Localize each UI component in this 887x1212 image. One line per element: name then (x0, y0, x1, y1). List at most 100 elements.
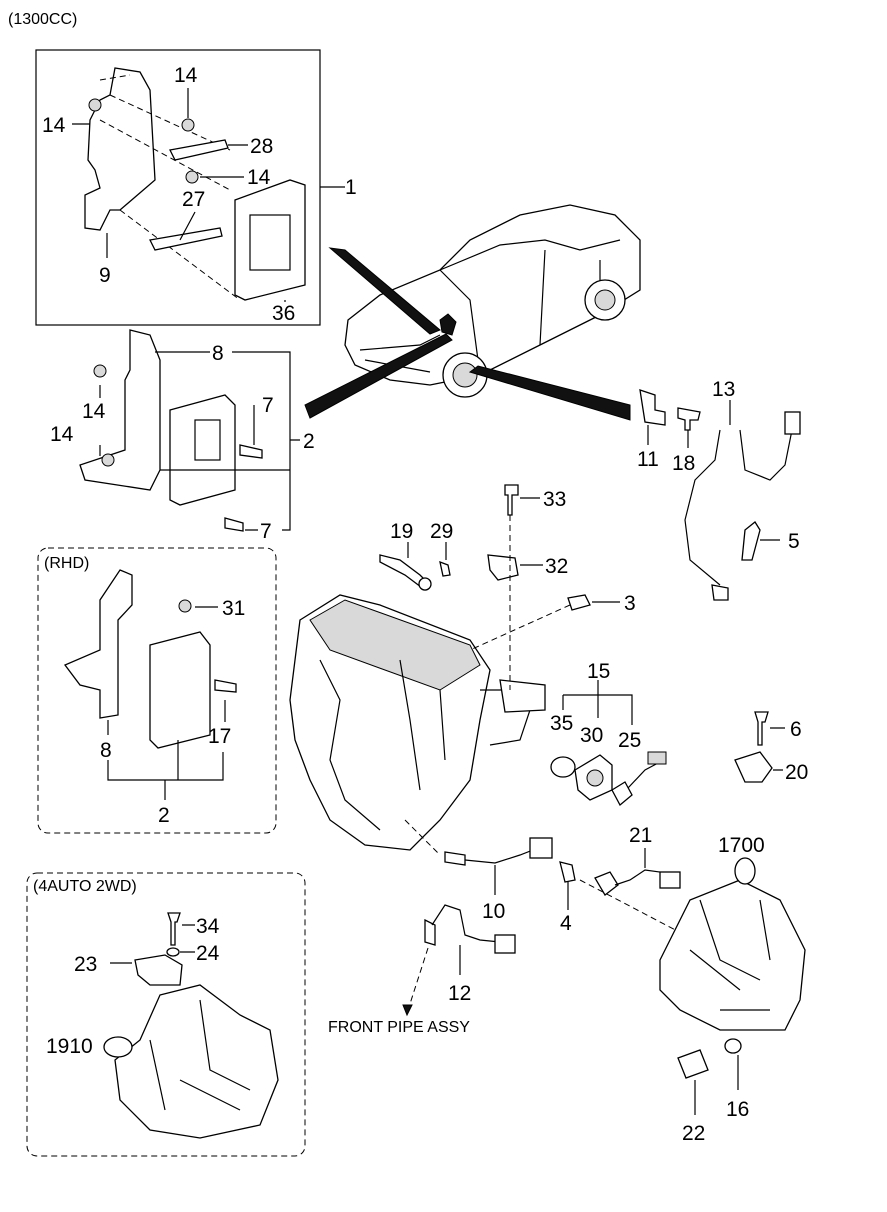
bolt-icon (224, 517, 244, 532)
callout-3: 3 (624, 592, 636, 615)
callout-5: 5 (788, 530, 800, 553)
grommet-icon (418, 577, 432, 591)
bolt-icon (214, 679, 237, 693)
leaders-11-18 (647, 425, 689, 448)
o-ring-icon (550, 756, 576, 778)
callout-20: 20 (785, 761, 808, 784)
callout-22: 22 (682, 1122, 705, 1145)
nut-icon (178, 599, 192, 613)
ecu-bracket (84, 67, 156, 231)
callout-27: 27 (182, 188, 205, 211)
rhd-bracket (63, 569, 133, 719)
bracket-27 (149, 227, 223, 251)
connector-icon (659, 871, 681, 889)
vehicle-illustration (344, 204, 641, 398)
bolt-icon (754, 711, 769, 746)
bolt-icon (504, 484, 519, 516)
wire-12 (431, 904, 501, 943)
callout-34: 34 (196, 915, 220, 938)
callout-14: 14 (42, 114, 66, 137)
callout-28: 28 (250, 135, 273, 158)
dash-leader (407, 947, 429, 1011)
callout-1700: 1700 (718, 834, 765, 857)
wire-21 (614, 869, 666, 886)
washer-icon (724, 1038, 742, 1054)
leaders-32-33 (520, 497, 543, 566)
clip-icon (711, 584, 729, 601)
nut-icon (101, 453, 115, 467)
rhd-tcm-module (149, 631, 211, 749)
auto-leaders (110, 924, 195, 964)
callout-12: 12 (448, 982, 471, 1005)
sensor-5 (741, 521, 761, 561)
callout-1910: 1910 (46, 1035, 93, 1058)
callout-10: 10 (482, 900, 505, 923)
callout-9: 9 (99, 264, 111, 287)
washer-icon (166, 947, 180, 957)
callout-30: 30 (580, 724, 603, 747)
callout-23: 23 (74, 953, 97, 976)
callout-18: 18 (672, 452, 695, 475)
wire-25 (627, 761, 661, 789)
callout-2: 2 (158, 804, 170, 827)
inhibitor-switch-23 (134, 954, 183, 986)
bolt-icon (167, 912, 181, 946)
variant-label: (1300CC) (8, 11, 77, 28)
bolt-icon (439, 560, 451, 577)
nut-icon (185, 170, 199, 184)
rhd-group-frame (37, 547, 277, 834)
callout-14: 14 (50, 423, 74, 446)
callout-14: 14 (82, 400, 106, 423)
ecu-module-panel (249, 214, 291, 271)
front-pipe-note: FRONT PIPE ASSY (328, 1019, 470, 1036)
nut-icon (181, 118, 195, 132)
sensor-20 (734, 751, 773, 783)
sensor-leaders (407, 542, 447, 560)
callout-24: 24 (196, 942, 220, 965)
callout-29: 29 (430, 520, 453, 543)
bracket-32 (487, 554, 519, 581)
o2-sensor-12 (424, 918, 436, 946)
sensor-21 (594, 871, 619, 896)
rhd-section-label: (RHD) (44, 555, 89, 572)
arrow-icon (402, 1004, 413, 1017)
tps-core (586, 769, 604, 787)
callout-21: 21 (629, 824, 652, 847)
callout-15: 15 (587, 660, 610, 683)
pointer-wedge (328, 247, 441, 335)
callout-32: 32 (545, 555, 568, 578)
pointer-wedge (468, 365, 631, 421)
callout-25: 25 (618, 729, 641, 752)
auto-group-frame (26, 872, 306, 1157)
ecu-leader-dashes (99, 74, 241, 301)
callout-16: 16 (726, 1098, 749, 1121)
ecu-module (234, 179, 306, 301)
bracket-28 (169, 139, 229, 161)
callout-6: 6 (790, 718, 802, 741)
callout-14: 14 (247, 166, 271, 189)
tcm-leaders (99, 351, 300, 531)
engine-illustration (289, 594, 546, 851)
callout-33: 33 (543, 488, 566, 511)
connector-icon (494, 934, 516, 954)
callout-19: 19 (390, 520, 413, 543)
pointer-wedge (304, 333, 453, 419)
callout-8: 8 (212, 342, 224, 365)
leader-15 (562, 680, 633, 725)
dash-leader (404, 819, 441, 856)
switch-22 (677, 1049, 709, 1079)
callout-35: 35 (550, 712, 573, 735)
leaders-22-16 (694, 1055, 739, 1115)
callout-14: 14 (174, 64, 198, 87)
sensor-4 (559, 861, 576, 883)
dash-leader (469, 604, 571, 651)
callout-1: 1 (345, 176, 357, 199)
callout-7: 7 (262, 394, 274, 417)
callout-2: 2 (303, 430, 315, 453)
callout-7: 7 (260, 520, 272, 543)
connector-25 (611, 781, 633, 807)
tcm-module (169, 394, 236, 506)
o2-sensor-10 (444, 851, 466, 866)
rhd-leaders (107, 606, 226, 800)
